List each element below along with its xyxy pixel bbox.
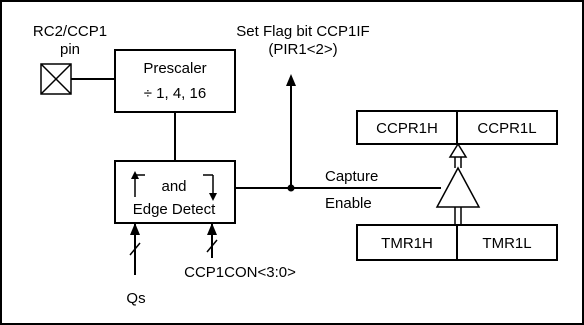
tmr1-to-buffer-bus <box>454 207 462 225</box>
ccp1con-bus-slash <box>206 239 218 253</box>
flag-label-line2: (PIR1<2>) <box>268 41 337 58</box>
tristate-buffer <box>435 166 481 208</box>
edge-and-label: and <box>161 178 186 195</box>
flag-arrowhead <box>286 74 296 86</box>
qs-arrowhead <box>130 223 140 235</box>
prescaler-ratio: ÷ 1, 4, 16 <box>144 85 206 102</box>
tmr1-register <box>356 224 558 261</box>
ccp1con-arrowhead <box>207 223 217 235</box>
prescaler-box <box>114 49 236 113</box>
tmr1h-label: TMR1H <box>381 235 433 252</box>
pin-label-line2: pin <box>60 41 80 58</box>
flag-label-line1: Set Flag bit CCP1IF <box>236 23 369 40</box>
ccp1con-label: CCP1CON<3:0> <box>184 264 296 281</box>
pin-label-line1: RC2/CCP1 <box>33 23 107 40</box>
rising-edge-icon <box>131 171 145 197</box>
capture-label-line1: Capture <box>325 168 378 185</box>
falling-edge-icon <box>203 174 217 201</box>
pin-icon <box>40 63 72 95</box>
qs-bus-slash <box>129 242 141 256</box>
ccpr1l-label: CCPR1L <box>477 120 536 137</box>
prescaler-label: Prescaler <box>143 60 206 77</box>
capture-label-line2: Enable <box>325 195 372 212</box>
buffer-to-ccpr1-arrow <box>448 142 468 168</box>
tmr1l-label: TMR1L <box>482 235 531 252</box>
ccpr1h-label: CCPR1H <box>376 120 438 137</box>
qs-label: Qs <box>126 290 145 307</box>
edge-detect-label: Edge Detect <box>133 201 216 218</box>
ccpr1-register <box>356 110 558 145</box>
